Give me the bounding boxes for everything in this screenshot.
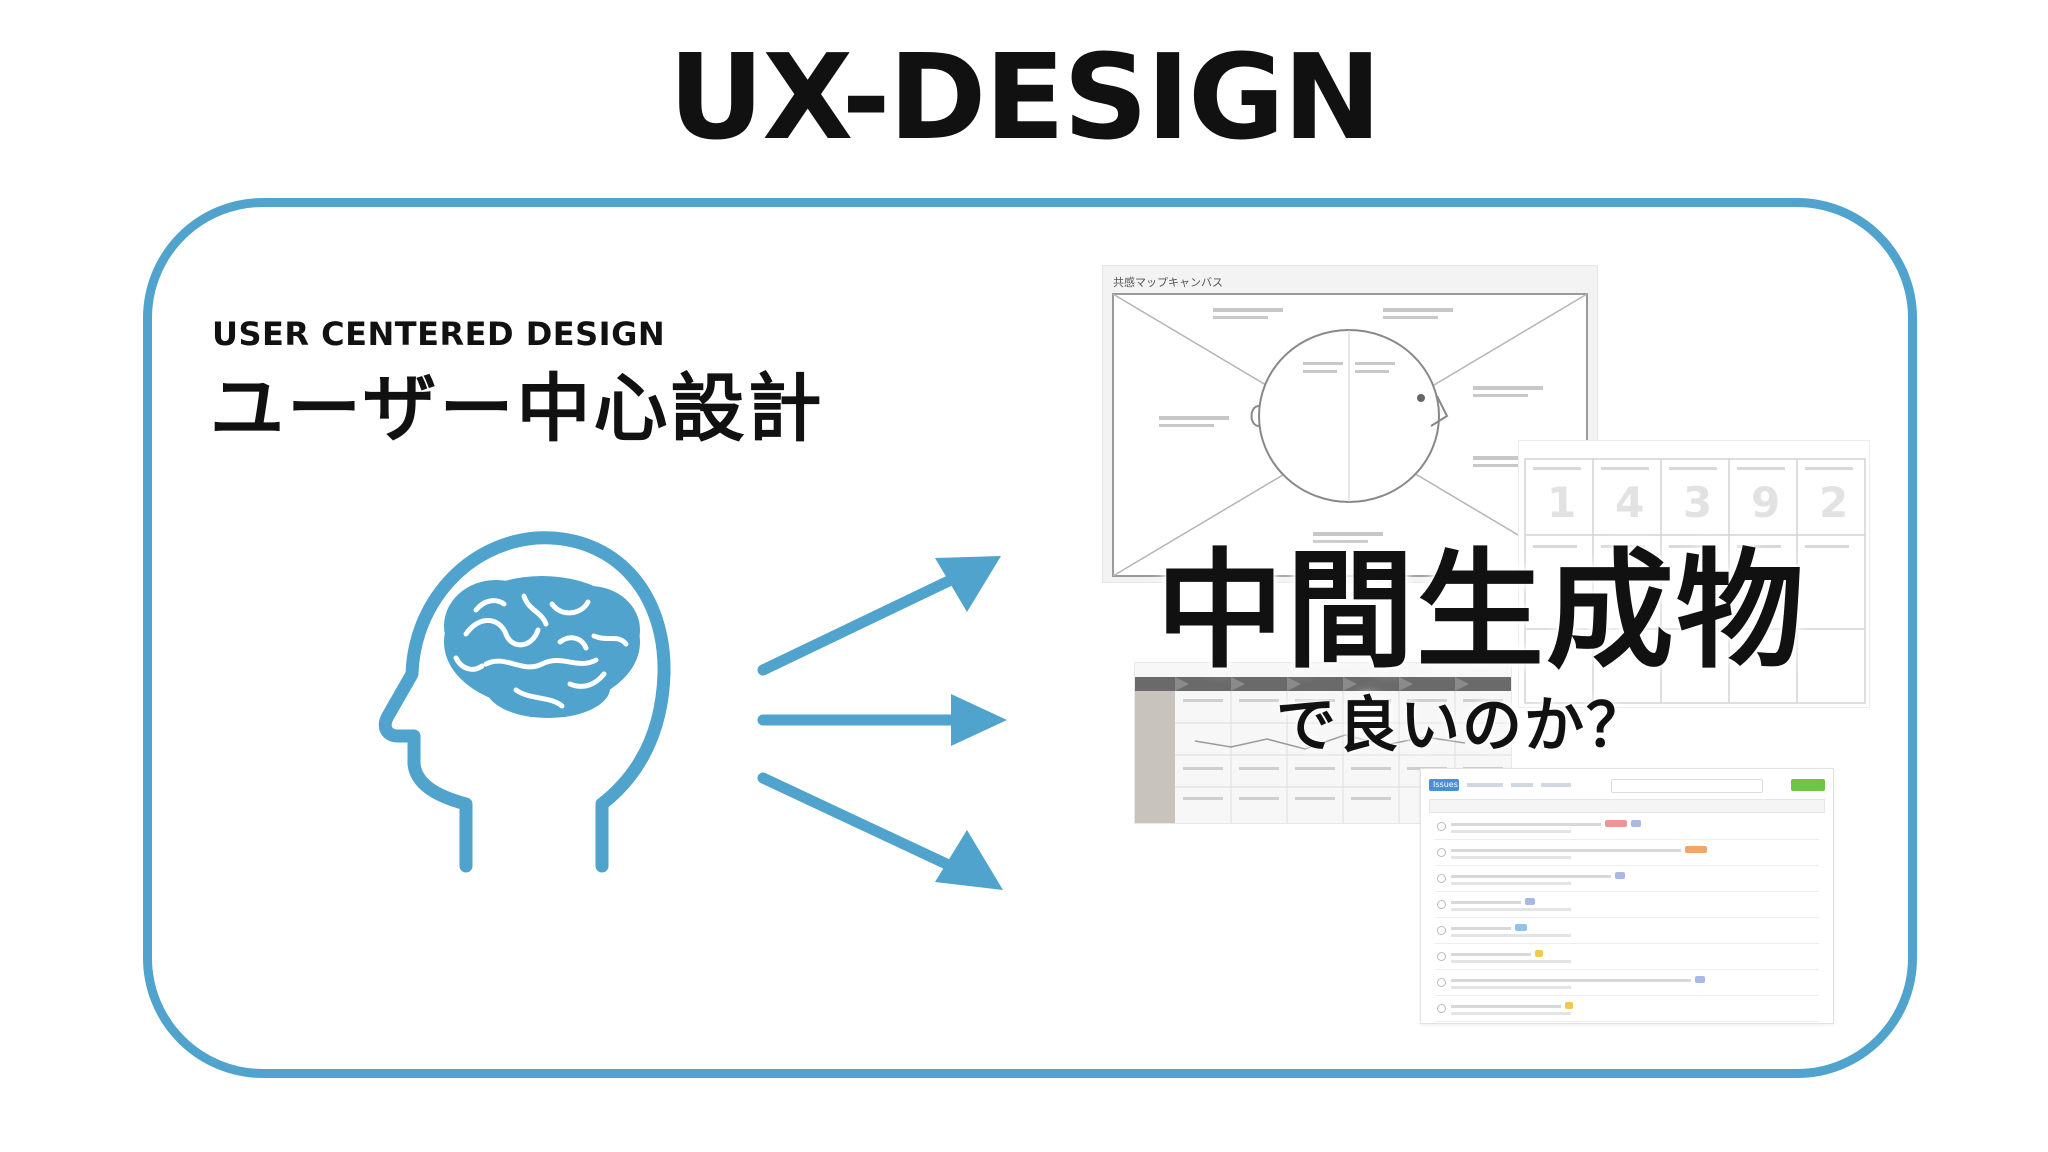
issue-row <box>1435 817 1819 840</box>
issue-row <box>1435 843 1819 866</box>
svg-text:3: 3 <box>1683 478 1712 527</box>
subtitle-japanese: ユーザー中心設計 <box>210 366 825 452</box>
arrows-group <box>757 556 1007 890</box>
svg-text:4: 4 <box>1615 478 1644 527</box>
empathy-map-diagram <box>1112 293 1588 577</box>
svg-text:9: 9 <box>1751 478 1780 527</box>
issue-row <box>1435 895 1819 918</box>
overlay-main-text: 中間生成物 <box>1156 537 1807 686</box>
issue-row <box>1435 947 1819 970</box>
new-issue-button <box>1791 779 1825 791</box>
issue-row <box>1435 921 1819 944</box>
empathy-map-title: 共感マップキャンバス <box>1113 276 1223 289</box>
issue-row <box>1435 869 1819 892</box>
svg-text:2: 2 <box>1819 478 1848 527</box>
subtitle-english: USER CENTERED DESIGN <box>212 315 666 353</box>
issue-list-header <box>1429 799 1825 813</box>
customer-journey-diagram <box>1135 677 1511 823</box>
labels-tab <box>1511 783 1533 787</box>
issue-search-box <box>1611 779 1763 793</box>
overlay-sub-text: で良いのか？ <box>1276 691 1648 761</box>
content-frame <box>143 198 1917 1078</box>
svg-text:1: 1 <box>1547 478 1576 527</box>
pull-requests-tab <box>1467 783 1503 787</box>
milestones-tab <box>1541 783 1571 787</box>
slide-title: UX-DESIGN <box>668 28 1381 166</box>
arrow-right-icon <box>757 694 1007 746</box>
issue-list-thumbnail: Issues <box>1420 768 1834 1024</box>
head-with-brain-icon <box>378 531 671 873</box>
issues-tab: Issues <box>1429 779 1459 791</box>
issue-row <box>1435 999 1819 1022</box>
arrow-up-icon <box>757 556 1001 676</box>
arrow-down-icon <box>757 772 1003 890</box>
issue-row <box>1435 973 1819 996</box>
empathy-map-thumbnail: 共感マップキャンバス <box>1102 265 1598 583</box>
